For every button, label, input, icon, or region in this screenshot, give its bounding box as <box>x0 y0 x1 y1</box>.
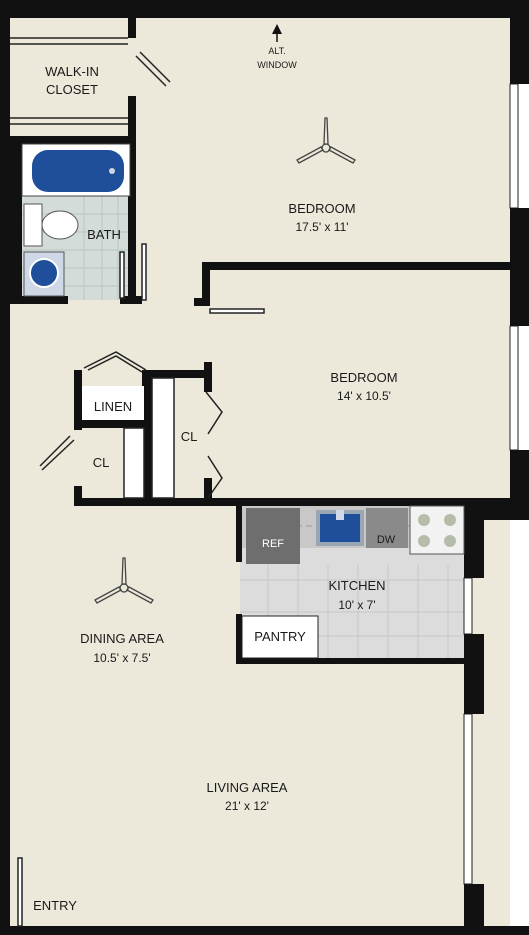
toilet-icon <box>23 203 79 247</box>
window-living <box>463 713 473 885</box>
bedroom-2-dims: 14' x 10.5' <box>337 389 391 403</box>
dishwasher-label: DW <box>377 534 396 546</box>
window-kitchen <box>463 577 473 635</box>
dishwasher <box>366 508 408 548</box>
closet-left-door <box>41 439 75 471</box>
doors <box>10 37 265 927</box>
kitchen-dims: 10' x 7' <box>338 598 375 612</box>
bedroom-1-name: BEDROOM <box>288 201 355 216</box>
walk-in-closet-label-2: CLOSET <box>46 82 98 97</box>
closet-right-label: CL <box>181 429 198 444</box>
kitchen-fixtures <box>241 505 465 659</box>
sink-icon <box>23 251 65 297</box>
pantry <box>241 615 319 659</box>
entry-label: ENTRY <box>33 898 77 913</box>
linen-door <box>83 351 147 371</box>
kitchen-name: KITCHEN <box>328 578 385 593</box>
ceiling-fan-icon <box>94 557 154 604</box>
closet-door <box>135 55 167 87</box>
entry-door <box>17 857 23 927</box>
window-bedroom-1 <box>509 83 519 209</box>
ceiling-fan-icon <box>296 117 356 164</box>
alt-window-label-2: WINDOW <box>257 60 297 70</box>
walk-in-closet-label-1: WALK-IN <box>45 64 99 79</box>
living-area-name: LIVING AREA <box>207 780 288 795</box>
bath-fixtures <box>21 143 131 297</box>
bath-label: BATH <box>87 227 121 242</box>
arrow-up-icon <box>272 24 282 34</box>
dining-area-name: DINING AREA <box>80 631 164 646</box>
pantry-label: PANTRY <box>254 629 306 644</box>
linen-label: LINEN <box>94 399 132 414</box>
window-bedroom-2 <box>509 325 519 451</box>
bedroom-2-name: BEDROOM <box>330 370 397 385</box>
closet-right-door <box>205 391 223 435</box>
living-area-dims: 21' x 12' <box>225 799 269 813</box>
bedroom-door <box>209 308 265 314</box>
dining-area-dims: 10.5' x 7.5' <box>93 651 150 665</box>
linen-box <box>82 386 144 420</box>
closet-left-label: CL <box>93 455 110 470</box>
bath-door <box>119 251 125 299</box>
refrigerator-label: REF <box>262 538 284 550</box>
stove-icon <box>409 505 465 555</box>
bedroom-1-dims: 17.5' x 11' <box>295 220 348 234</box>
labels: WALK-IN CLOSET ALT. WINDOW BEDROOM 17.5'… <box>33 46 398 913</box>
refrigerator <box>246 508 300 564</box>
alt-window-label-1: ALT. <box>268 46 285 56</box>
kitchen-tile-grid <box>240 565 464 660</box>
